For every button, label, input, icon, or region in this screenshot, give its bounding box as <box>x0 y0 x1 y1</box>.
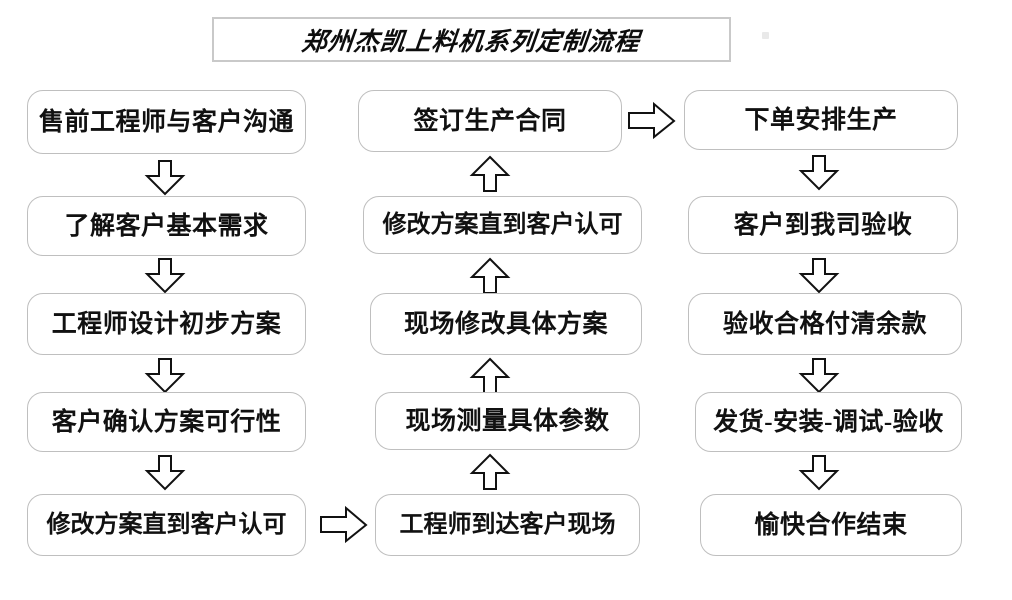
node-label: 现场测量具体参数 <box>405 407 610 435</box>
arrow-up-col2-3 <box>468 357 512 395</box>
page-title: 郑州杰凯上料机系列定制流程 <box>300 28 642 56</box>
node-pre-sales-1[interactable]: 售前工程师与客户沟通 <box>27 90 306 154</box>
arrow-down-col3-4 <box>797 455 841 491</box>
node-on-site-3[interactable]: 现场修改具体方案 <box>370 293 642 355</box>
node-label: 现场修改具体方案 <box>403 310 608 338</box>
node-label: 验收合格付清余款 <box>722 310 927 338</box>
node-label: 工程师到达客户现场 <box>399 512 616 538</box>
node-label: 工程师设计初步方案 <box>51 310 282 338</box>
node-production-4[interactable]: 发货-安装-调试-验收 <box>695 392 962 452</box>
arrow-down-col3-1 <box>797 155 841 191</box>
node-production-2[interactable]: 客户到我司验收 <box>688 196 958 254</box>
node-production-3[interactable]: 验收合格付清余款 <box>688 293 962 355</box>
arrow-up-col2-4 <box>468 453 512 491</box>
node-pre-sales-4[interactable]: 客户确认方案可行性 <box>27 392 306 452</box>
node-production-5[interactable]: 愉快合作结束 <box>700 494 962 556</box>
arrow-down-col1-2 <box>143 258 187 294</box>
arrow-right-col2-to-col3 <box>628 101 678 140</box>
node-label: 了解客户基本需求 <box>64 212 269 240</box>
arrow-down-col1-1 <box>143 160 187 196</box>
node-on-site-5[interactable]: 工程师到达客户现场 <box>375 494 640 556</box>
node-label: 修改方案直到客户认可 <box>46 512 287 538</box>
node-label: 售前工程师与客户沟通 <box>38 108 294 136</box>
node-label: 修改方案直到客户认可 <box>382 212 623 238</box>
node-label: 客户确认方案可行性 <box>51 408 282 436</box>
arrow-up-col2-1 <box>468 155 512 193</box>
arrow-down-col3-3 <box>797 358 841 394</box>
arrow-down-col1-4 <box>143 455 187 491</box>
arrow-right-col1-to-col2 <box>320 505 370 544</box>
node-label: 下单安排生产 <box>744 106 898 134</box>
node-on-site-2[interactable]: 修改方案直到客户认可 <box>363 196 642 254</box>
node-label: 签订生产合同 <box>413 107 567 135</box>
node-on-site-4[interactable]: 现场测量具体参数 <box>375 392 640 450</box>
node-pre-sales-5[interactable]: 修改方案直到客户认可 <box>27 494 306 556</box>
node-label: 发货-安装-调试-验收 <box>713 408 944 436</box>
node-pre-sales-3[interactable]: 工程师设计初步方案 <box>27 293 306 355</box>
arrow-down-col3-2 <box>797 258 841 294</box>
arrow-up-col2-2 <box>468 257 512 295</box>
node-production-1[interactable]: 下单安排生产 <box>684 90 958 150</box>
artifact-speck <box>762 32 769 39</box>
node-label: 愉快合作结束 <box>754 511 908 539</box>
title-box: 郑州杰凯上料机系列定制流程 <box>212 17 731 62</box>
node-on-site-1[interactable]: 签订生产合同 <box>358 90 622 152</box>
node-label: 客户到我司验收 <box>733 211 913 239</box>
arrow-down-col1-3 <box>143 358 187 394</box>
node-pre-sales-2[interactable]: 了解客户基本需求 <box>27 196 306 256</box>
